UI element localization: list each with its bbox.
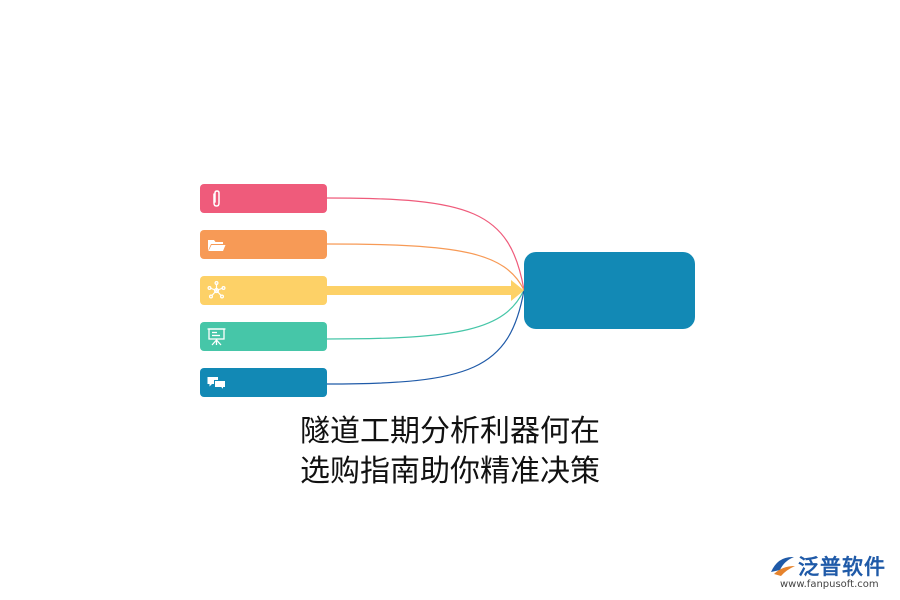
item-pill-2 [200, 230, 327, 259]
brand-name: 泛普软件 [798, 555, 886, 579]
folder-open-icon [208, 240, 226, 251]
highlight-arrow-shaft [327, 286, 513, 295]
paperclip-icon [213, 190, 220, 207]
brand-logo: 泛普软件 www.fanpusoft.com [768, 551, 893, 591]
connector-line-1 [326, 197, 525, 291]
item-pill-4 [200, 322, 327, 351]
highlight-arrow-head [511, 280, 524, 301]
connector-line-4 [326, 289, 525, 340]
item-pill-1 [200, 184, 327, 213]
connector-line-5 [326, 289, 525, 385]
target-box [524, 252, 695, 329]
brand-url: www.fanpusoft.com [780, 579, 879, 590]
brand-mark-icon [771, 556, 795, 576]
connector-line-2 [326, 243, 525, 291]
caption: 隧道工期分析利器何在 选购指南助你精准决策 [200, 412, 700, 492]
item-pill-5 [200, 368, 327, 397]
network-icon [207, 281, 226, 299]
chat-bubbles-icon [207, 377, 226, 392]
item-pill-3 [200, 276, 327, 305]
caption-line-1: 隧道工期分析利器何在 [300, 414, 600, 449]
caption-line-2: 选购指南助你精准决策 [300, 454, 600, 489]
presentation-board-icon [207, 328, 226, 346]
